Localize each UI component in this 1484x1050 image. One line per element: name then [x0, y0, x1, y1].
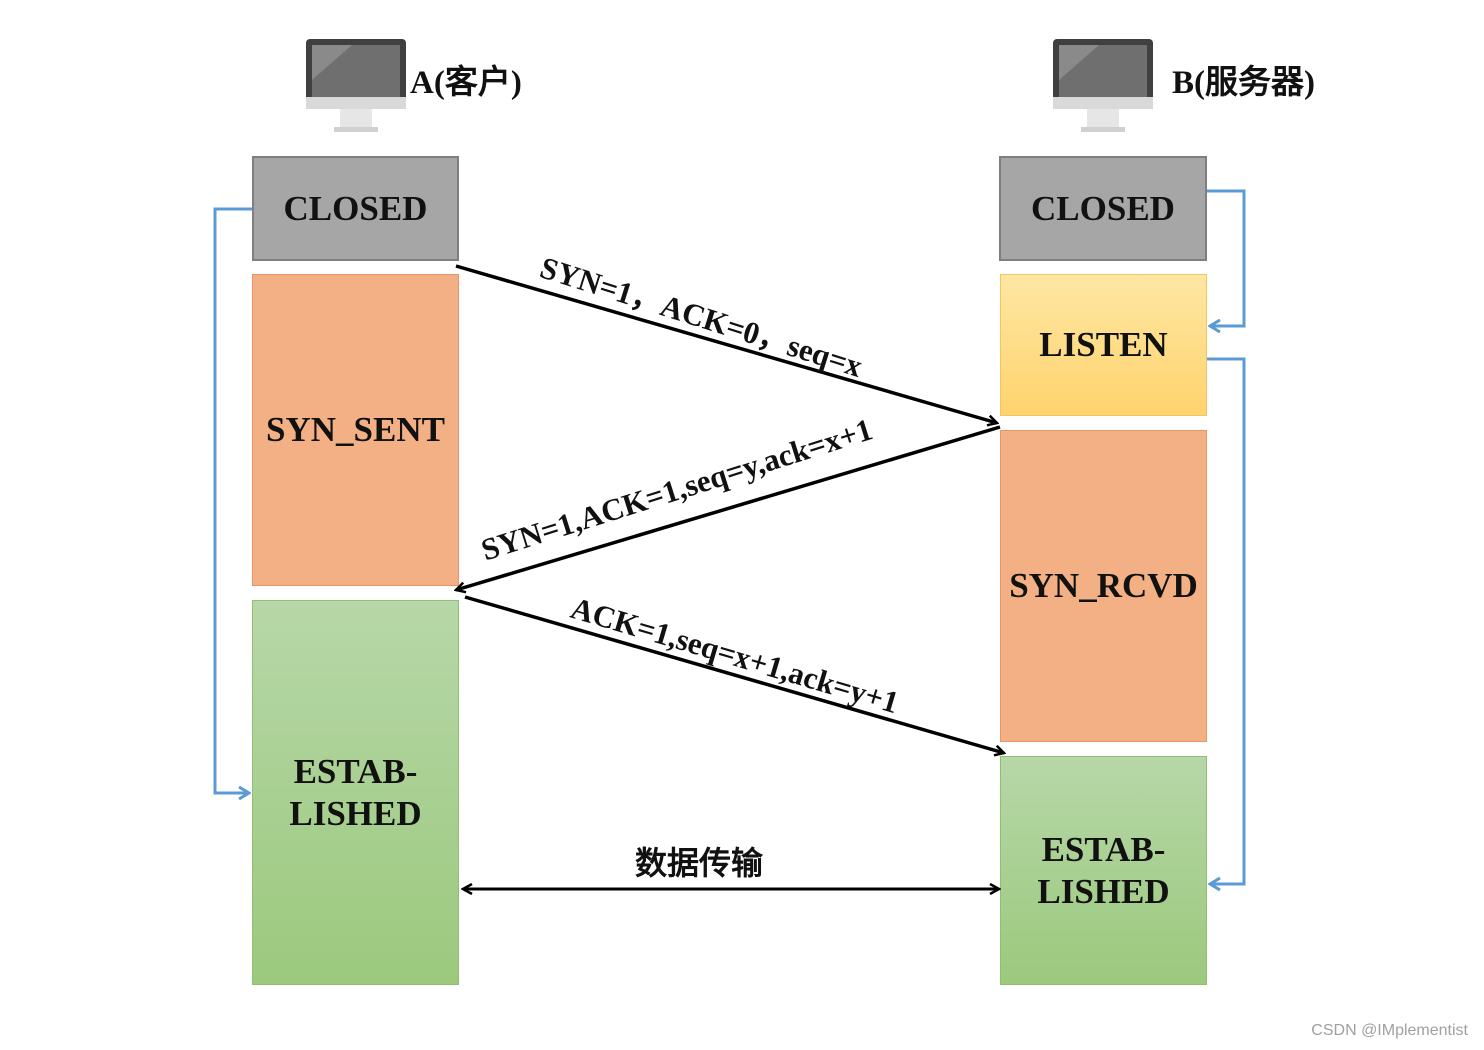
server-state-closed: CLOSED [999, 156, 1207, 261]
server-label: B(服务器) [1172, 65, 1315, 101]
data-transfer-label: 数据传输 [635, 844, 764, 882]
watermark: CSDN @IMplementist [1311, 1022, 1468, 1039]
server-state-syn-rcvd: SYN_RCVD [1000, 430, 1207, 742]
server-state-listen: LISTEN [1000, 274, 1207, 416]
server-listen-to-established-connector [1207, 357, 1246, 884]
client-computer-icon [306, 39, 406, 132]
server-state-established: ESTAB- LISHED [1000, 756, 1207, 985]
client-state-closed: CLOSED [252, 156, 459, 261]
server-computer-icon [1053, 39, 1153, 132]
syn-arrow [455, 264, 997, 423]
client-label: A(客户) [410, 65, 522, 101]
client-state-syn-sent: SYN_SENT [252, 274, 459, 586]
server-closed-to-listen-connector [1207, 189, 1246, 326]
client-closed-to-established-connector [213, 207, 252, 793]
syn-ack-arrow [456, 425, 1001, 590]
client-state-established: ESTAB- LISHED [252, 600, 459, 985]
ack-arrow [464, 595, 1004, 753]
